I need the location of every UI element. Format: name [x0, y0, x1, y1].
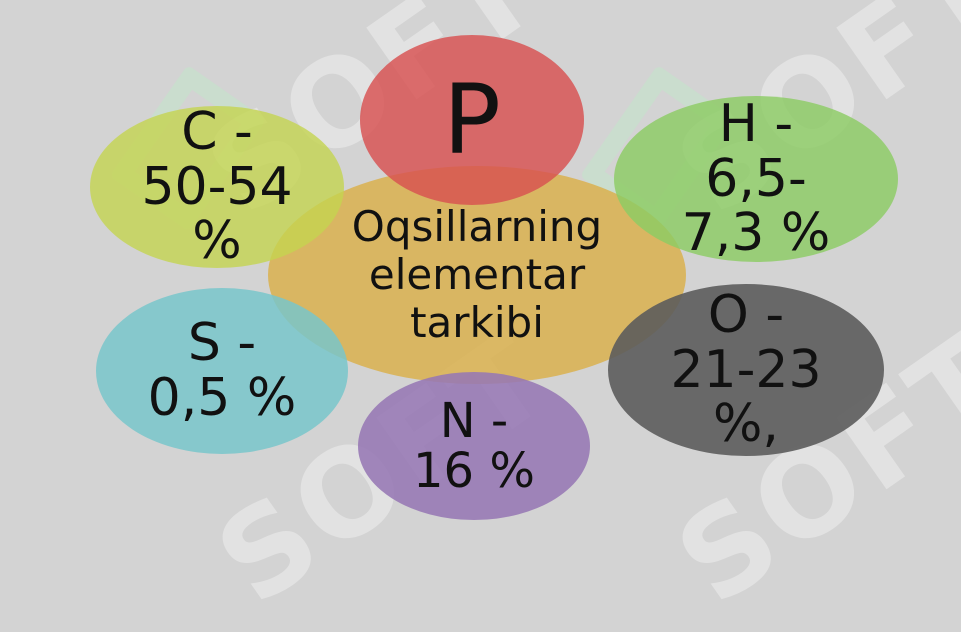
element-o-label-line: %, — [713, 394, 779, 455]
element-h-label-line: H - — [718, 94, 794, 155]
center-label-line: elementar — [368, 249, 586, 299]
element-h-label-line: 7,3 % — [681, 203, 831, 264]
element-p-label: P — [443, 63, 501, 176]
element-n-ellipse: N - 16 % — [358, 372, 590, 520]
element-c-label-line: % — [192, 211, 242, 272]
element-c-ellipse: C - 50-54 % — [90, 102, 344, 272]
element-n-label-line: N - — [439, 392, 509, 449]
center-label-line: tarkibi — [410, 298, 544, 348]
element-s-ellipse: S - 0,5 % — [96, 288, 348, 454]
element-o-label-line: 21-23 — [670, 339, 822, 400]
element-h-ellipse: H - 6,5- 7,3 % — [614, 96, 898, 262]
diagram-canvas: SOFT SOFT SOFT SOFT Oqsillarning element… — [90, 0, 961, 632]
center-label-line: Oqsillarning — [351, 201, 603, 251]
element-s-label-line: S - — [187, 313, 257, 374]
element-p-ellipse: P — [360, 35, 584, 205]
element-c-label-line: C - — [181, 102, 253, 163]
element-s-label-line: 0,5 % — [147, 368, 297, 428]
element-n-label-line: 16 % — [413, 443, 535, 499]
element-o-label-line: O - — [707, 285, 785, 346]
element-o-ellipse: O - 21-23 %, — [608, 284, 884, 456]
element-h-label-line: 6,5- — [705, 148, 807, 209]
element-c-label-line: 50-54 — [141, 156, 293, 217]
